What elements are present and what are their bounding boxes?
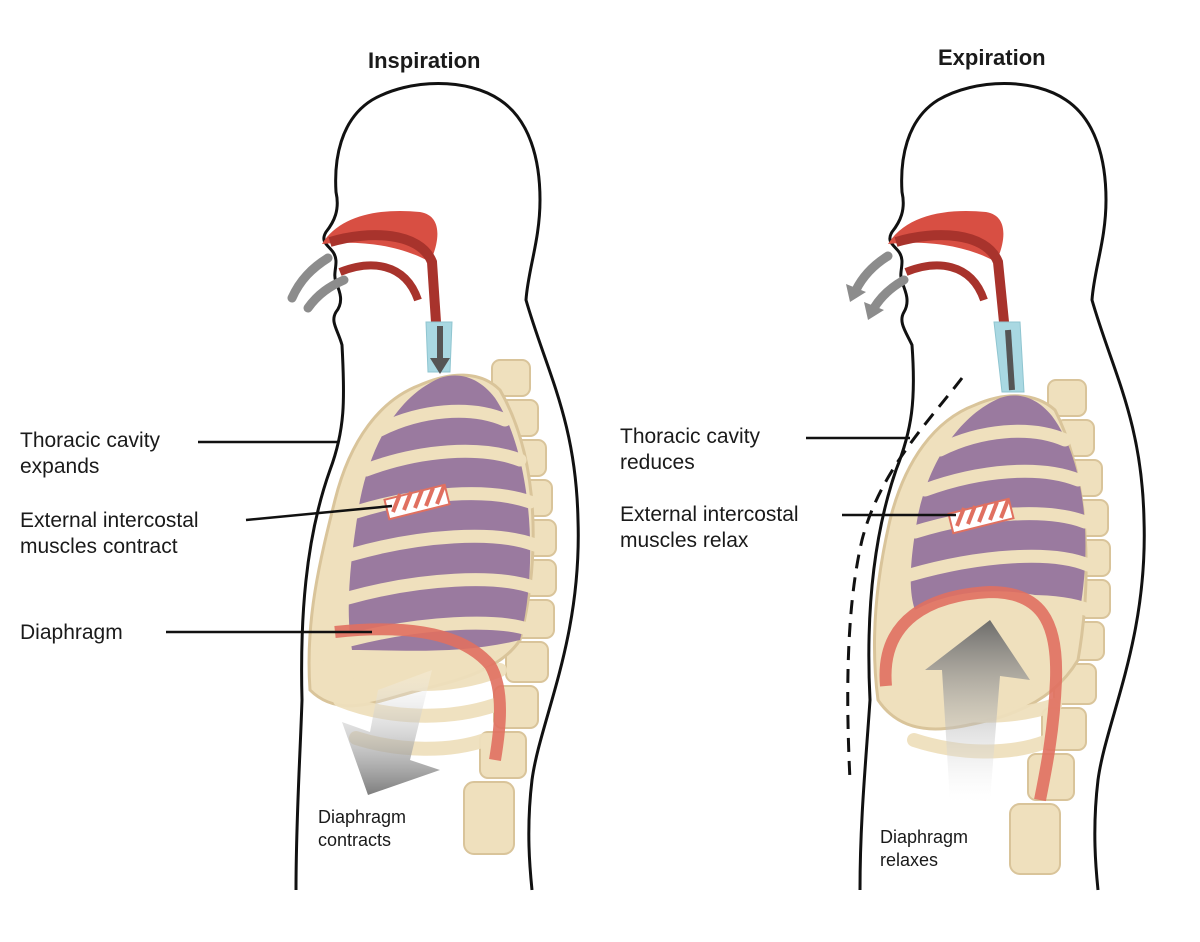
- intercostal-muscle-left: [383, 483, 451, 521]
- airway-right: [894, 230, 1009, 323]
- ribs-left: [341, 404, 542, 647]
- leader-lines: [166, 436, 956, 634]
- intercostal-label-left: External intercostal muscles contract: [20, 509, 199, 558]
- expiration-figure: [846, 82, 1146, 891]
- diaphragm-arrow-down: [342, 670, 440, 795]
- diaphragm-arrow-up: [925, 620, 1030, 802]
- diaphragm-relaxes-label: Diaphragm relaxes: [880, 827, 969, 870]
- previous-outline-dashed: [846, 377, 964, 781]
- ribs-right: [901, 424, 1095, 625]
- body-outline-left: [294, 82, 580, 891]
- intercostal-label-right: External intercostal muscles relax: [620, 503, 799, 552]
- diaphragm-contracts-label: Diaphragm contracts: [318, 807, 407, 850]
- thoracic-cavity-label-left: Thoracic cavity expands: [20, 429, 161, 478]
- inspiration-figure: [287, 82, 580, 891]
- thoracic-cavity-label-right: Thoracic cavity reduces: [620, 425, 761, 474]
- expiration-title: Expiration: [938, 45, 1046, 70]
- airflow-arrows-right: [851, 251, 909, 313]
- airflow-arrows-left: [287, 253, 349, 313]
- mouth-airway-left: [338, 261, 422, 302]
- intercostal-muscle-right: [947, 497, 1015, 535]
- diaphragm-right: [879, 585, 1063, 802]
- mouth-airway-right: [904, 261, 988, 302]
- exhale-arrowhead-1: [846, 284, 866, 302]
- leader-intercostal-left: [245, 504, 393, 522]
- trachea-arrowhead-left: [430, 358, 450, 374]
- body-outline-right: [858, 82, 1146, 891]
- trachea-airflow-right: [1005, 329, 1015, 391]
- airway-left: [328, 230, 441, 323]
- diaphragm-label: Diaphragm: [20, 621, 123, 644]
- exhale-arrowhead-2: [864, 302, 884, 320]
- inspiration-title: Inspiration: [368, 48, 481, 73]
- diaphragm-left: [334, 623, 506, 761]
